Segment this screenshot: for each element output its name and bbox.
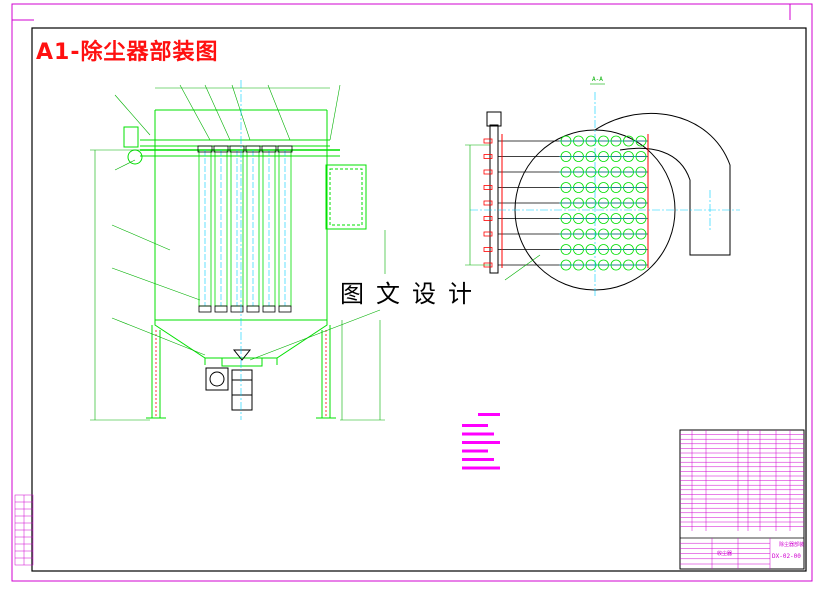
front-elevation-view	[90, 80, 386, 421]
bag-bottom	[278, 305, 292, 313]
pulse-valve	[483, 216, 493, 221]
bag-collar	[277, 145, 293, 153]
note-row-mark	[462, 424, 488, 427]
filter-bag	[197, 145, 213, 313]
title-block-drawing-code: DX-02-00	[772, 553, 801, 560]
technical-notes	[462, 413, 500, 470]
tube-sheet-edges	[501, 134, 649, 268]
watermark-text: 图文设计	[336, 274, 488, 309]
pulse-valve	[483, 200, 493, 206]
pulse-valve	[483, 185, 493, 190]
bag-bottom	[214, 305, 228, 313]
blow-pipe-row	[483, 197, 648, 209]
section-view-a-a	[465, 83, 740, 296]
inner-border	[31, 27, 807, 572]
note-row-mark	[462, 449, 488, 453]
filter-bags	[197, 145, 293, 313]
pulse-valve	[483, 247, 493, 252]
note-row-mark	[462, 432, 494, 436]
dimension-lines	[90, 84, 386, 421]
margin-revision-table	[14, 494, 34, 566]
pulse-manifold	[486, 111, 502, 274]
bag-collar	[197, 145, 213, 153]
filter-bag	[245, 145, 261, 313]
bag-collar	[245, 145, 261, 153]
blow-pipe-row	[483, 135, 648, 147]
bag-bottom	[198, 305, 212, 313]
note-row-mark	[462, 458, 494, 461]
note-row-mark	[462, 466, 500, 470]
filter-bag	[277, 145, 293, 313]
section-dimension-lines	[465, 83, 605, 281]
note-row-mark	[462, 441, 500, 444]
bag-collar	[229, 145, 245, 153]
section-label: A-A	[592, 76, 603, 83]
blow-pipe-row	[483, 228, 648, 240]
section-centerlines	[470, 92, 740, 296]
drawing-title: A1-除尘器部装图	[36, 40, 219, 65]
title-block-name: 除尘器部装	[779, 542, 805, 548]
pulse-valve	[483, 169, 493, 175]
sheet-frame	[11, 3, 813, 582]
pulse-valve	[483, 154, 493, 159]
rotary-valve-motor	[205, 349, 253, 411]
filter-bag	[229, 145, 245, 313]
bag-collar	[213, 145, 229, 153]
pulse-valve	[483, 231, 493, 237]
blow-pipe-row	[483, 213, 648, 224]
blow-pipe-row	[483, 244, 648, 255]
blow-pipe-row	[483, 151, 648, 162]
filter-bag	[261, 145, 277, 313]
filter-bag	[213, 145, 229, 313]
blow-pipe-rows	[483, 135, 648, 271]
bag-bottom	[262, 305, 276, 313]
housing-body	[123, 109, 367, 419]
bag-bottom	[246, 305, 260, 313]
notes-heading-mark	[478, 413, 500, 416]
blow-pipe-row	[483, 259, 648, 271]
title-block	[679, 429, 805, 570]
inlet-duct	[594, 112, 731, 256]
blow-pipe-row	[483, 182, 648, 193]
bag-bottom	[230, 305, 244, 313]
bag-collar	[261, 145, 277, 153]
pulse-valve	[483, 138, 493, 144]
blow-pipe-row	[483, 166, 648, 178]
title-block-product: 收尘器	[717, 551, 733, 557]
